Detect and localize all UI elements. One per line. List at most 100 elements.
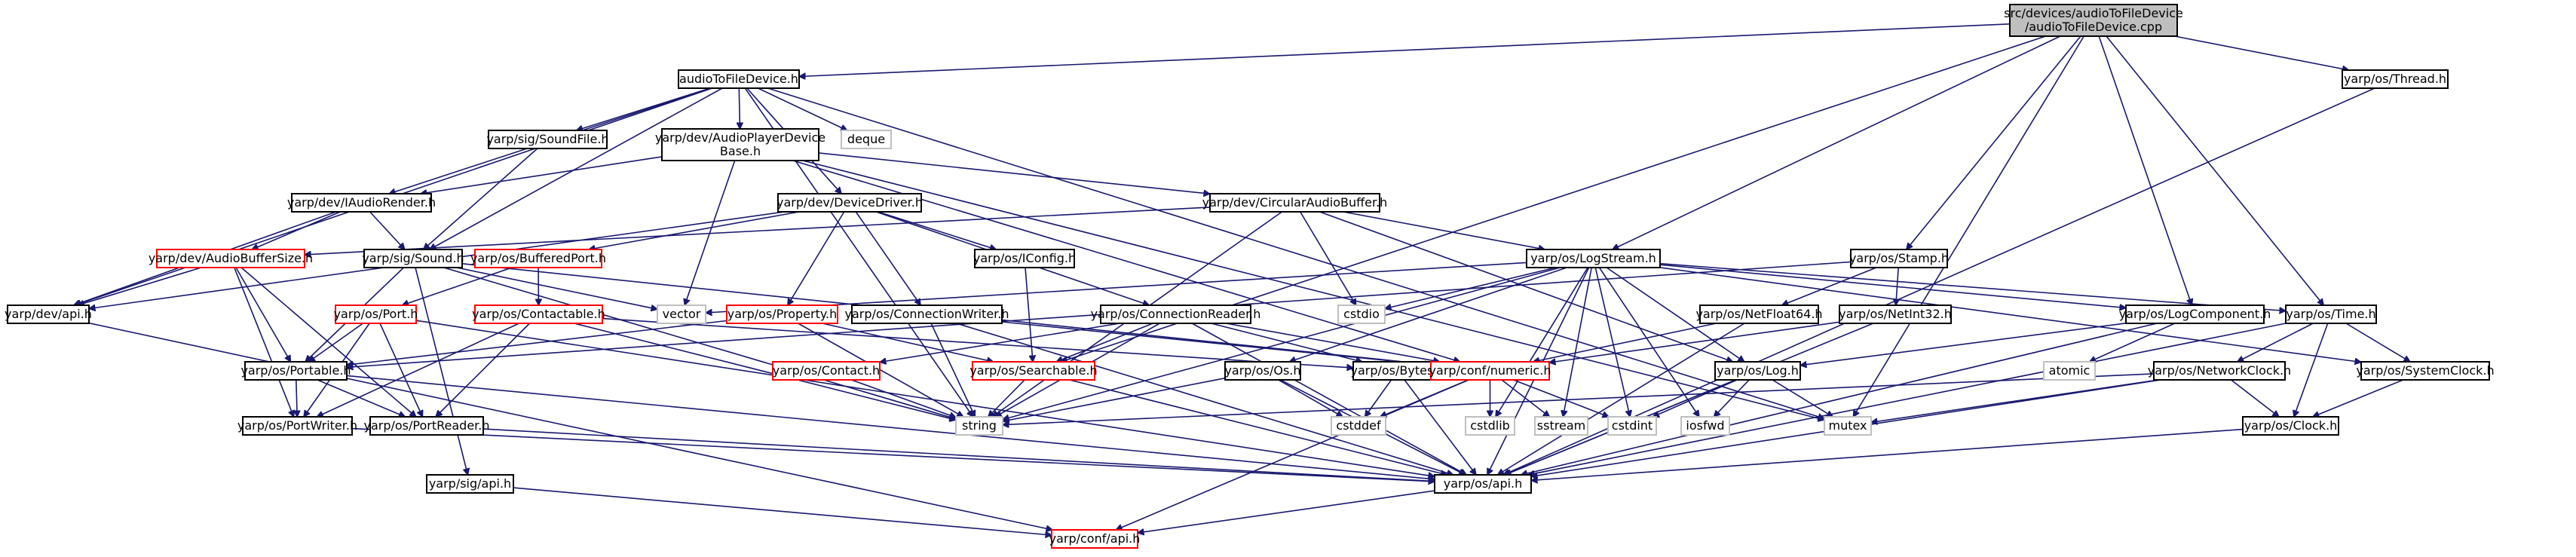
edge-portable_h-to-osapi_h — [346, 375, 1435, 479]
node-box — [1100, 305, 1251, 324]
node-iaudiorender_h[interactable]: yarp/dev/IAudioRender.h — [287, 193, 436, 213]
node-box — [772, 361, 881, 381]
node-label: yarp/dev/DeviceDriver.h — [776, 195, 923, 210]
node-confapi_h[interactable]: yarp/conf/api.h — [1049, 529, 1141, 549]
node-numeric_h[interactable]: yarp/conf/numeric.h — [1429, 361, 1551, 381]
node-label: yarp/sig/SoundFile.h — [486, 132, 608, 146]
node-label: yarp/os/NetFloat64.h — [1695, 307, 1822, 321]
edge-devicedriver_h-to-property_h — [788, 211, 845, 305]
node-label: yarp/os/Property.h — [727, 307, 838, 321]
node-netfloat64_h[interactable]: yarp/os/NetFloat64.h — [1695, 305, 1823, 324]
node-contactable_h[interactable]: yarp/os/Contactable.h — [472, 305, 605, 324]
node-connreader_h[interactable]: yarp/os/ConnectionReader.h — [1091, 305, 1261, 324]
edge-contactable_h-to-portreader_h — [436, 323, 531, 417]
node-searchable_h[interactable]: yarp/os/Searchable.h — [969, 361, 1098, 381]
edge-time_h-to-osapi_h — [1528, 323, 2287, 475]
node-sigapi_h[interactable]: yarp/sig/api.h — [426, 474, 514, 494]
node-systemclock_h[interactable]: yarp/os/SystemClock.h — [2356, 361, 2495, 381]
node-label: vector — [663, 307, 701, 321]
node-audioToFileDevice_h[interactable]: audioToFileDevice.h — [678, 69, 800, 89]
node-property_h[interactable]: yarp/os/Property.h — [726, 305, 838, 324]
node-port_h[interactable]: yarp/os/Port.h — [334, 305, 418, 324]
node-label: yarp/os/api.h — [1444, 476, 1523, 491]
edge-osos_h-to-string — [1003, 377, 1226, 421]
node-bytes_h[interactable]: yarp/os/Bytes.h — [1350, 361, 1445, 381]
node-box — [972, 361, 1095, 381]
edge-devicedriver_h-to-bufferedport_h — [589, 211, 800, 249]
node-box — [1430, 361, 1550, 381]
node-soundfile_h[interactable]: yarp/sig/SoundFile.h — [486, 130, 609, 149]
edges-layer — [74, 23, 2410, 535]
node-box — [426, 474, 514, 494]
node-label: yarp/os/Time.h — [2286, 307, 2375, 321]
node-box — [2043, 361, 2096, 381]
node-connwriter_h[interactable]: yarp/os/ConnectionWriter.h — [844, 305, 1009, 324]
edge-searchable_h-to-string — [988, 379, 1025, 417]
node-label: yarp/os/Thread.h — [2344, 72, 2446, 86]
node-logstream_h[interactable]: yarp/os/LogStream.h — [1526, 249, 1661, 268]
node-devapi_h[interactable]: yarp/dev/api.h — [5, 305, 92, 324]
node-osapi_h[interactable]: yarp/os/api.h — [1434, 474, 1532, 494]
edge-port_h-to-portreader_h — [379, 323, 423, 417]
node-audiobuffersize_h[interactable]: yarp/dev/AudioBufferSize.h — [149, 249, 313, 268]
node-netint32_h[interactable]: yarp/os/NetInt32.h — [1839, 305, 1952, 324]
node-label: yarp/os/Stamp.h — [1849, 251, 1949, 265]
node-portreader_h[interactable]: yarp/os/PortReader.h — [363, 416, 490, 436]
edge-logstream_h-to-osos_h — [1289, 267, 1567, 362]
node-time_h[interactable]: yarp/os/Time.h — [2285, 305, 2377, 324]
edge-portable_h-to-portreader_h — [317, 379, 406, 417]
node-osos_h[interactable]: yarp/os/Os.h — [1224, 361, 1301, 381]
node-cstddef: cstddef — [1331, 416, 1386, 436]
node-label: sstream — [1537, 418, 1585, 433]
node-label: audioToFileDevice.h — [679, 72, 798, 86]
node-logcomponent_h[interactable]: yarp/os/LogComponent.h — [2119, 305, 2271, 324]
node-box — [156, 249, 305, 268]
node-circbuf_h[interactable]: yarp/dev/CircularAudioBuffer.h — [1202, 193, 1388, 213]
edge-property_h-to-portable_h — [347, 320, 727, 366]
node-bufferedport_h[interactable]: yarp/os/BufferedPort.h — [470, 249, 606, 268]
edge-logcomponent_h-to-atomic — [2090, 323, 2176, 362]
edge-contactable_h-to-bytes_h — [602, 317, 1353, 369]
edge-logstream_h-to-sstream — [1563, 267, 1592, 417]
node-label: yarp/os/Port.h — [334, 307, 418, 321]
node-label: yarp/os/ConnectionWriter.h — [844, 307, 1009, 321]
node-label: yarp/os/NetInt32.h — [1839, 307, 1952, 321]
node-label: yarp/os/Os.h — [1224, 363, 1300, 378]
node-box — [2153, 361, 2286, 381]
node-contact_h[interactable]: yarp/os/Contact.h — [772, 361, 881, 381]
edge-circbuf_h-to-logstream_h — [1343, 211, 1545, 249]
node-portwriter_h[interactable]: yarp/os/PortWriter.h — [237, 416, 357, 436]
edge-property_h-to-searchable_h — [822, 323, 994, 362]
node-box — [1434, 474, 1532, 494]
node-thread_h[interactable]: yarp/os/Thread.h — [2342, 69, 2449, 89]
node-stamp_h[interactable]: yarp/os/Stamp.h — [1849, 249, 1949, 268]
node-box — [1680, 416, 1730, 436]
node-label: yarp/os/BufferedPort.h — [470, 251, 606, 265]
node-mutex: mutex — [1824, 416, 1872, 436]
edge-logstream_h-to-time_h — [1659, 262, 2286, 311]
node-sound_h[interactable]: yarp/sig/Sound.h — [362, 249, 464, 268]
node-log_h[interactable]: yarp/os/Log.h — [1714, 361, 1801, 381]
edge-numeric_h-to-confapi_h — [1116, 379, 1469, 530]
node-string: string — [955, 416, 1003, 436]
edge-logstream_h-to-iosfwd — [1598, 267, 1700, 417]
edge-portable_h-to-portwriter_h — [296, 379, 297, 417]
node-box — [363, 249, 463, 268]
node-networkclock_h[interactable]: yarp/os/NetworkClock.h — [2148, 361, 2291, 381]
node-devicedriver_h[interactable]: yarp/dev/DeviceDriver.h — [776, 193, 923, 213]
edge-audiobuffersize_h-to-devapi_h — [78, 267, 202, 305]
edge-apdb_h-to-numeric_h — [792, 160, 1460, 362]
node-portable_h[interactable]: yarp/os/Portable.h — [240, 361, 351, 381]
node-box — [2342, 69, 2449, 89]
edge-soundfile_h-to-sound_h — [424, 148, 538, 249]
node-iconfig_h[interactable]: yarp/os/IConfig.h — [973, 249, 1076, 268]
node-box — [777, 193, 922, 213]
edge-property_h-to-string — [798, 323, 963, 417]
edge-apdb_h-to-iaudiorender_h — [421, 156, 663, 194]
edge-time_h-to-networkclock_h — [2238, 323, 2314, 363]
node-clock_h[interactable]: yarp/os/Clock.h — [2242, 416, 2339, 436]
node-box — [1331, 416, 1386, 436]
node-root[interactable]: src/devices/audioToFileDevice/audioToFil… — [2004, 4, 2183, 37]
edge-audioToFileDevice_h-to-mutex — [767, 87, 1824, 418]
